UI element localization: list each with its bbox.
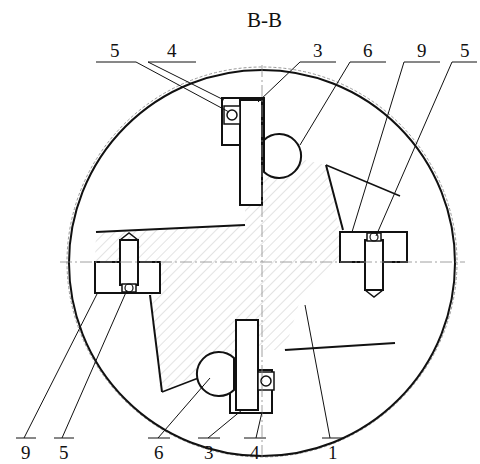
callout-number: 6	[363, 41, 373, 60]
callout-number: 4	[250, 443, 260, 462]
callout-number: 9	[21, 443, 31, 462]
callout-number: 4	[167, 41, 177, 60]
callout-number: 5	[460, 41, 470, 60]
callout-number: 5	[110, 41, 120, 60]
section-title: B-B	[247, 10, 282, 31]
callout-number: 6	[154, 443, 164, 462]
callout-number: 5	[59, 443, 69, 462]
callout-number: 3	[313, 41, 323, 60]
callout-number: 3	[204, 443, 214, 462]
callout-number: 9	[417, 41, 427, 60]
callout-number: 1	[328, 443, 338, 462]
